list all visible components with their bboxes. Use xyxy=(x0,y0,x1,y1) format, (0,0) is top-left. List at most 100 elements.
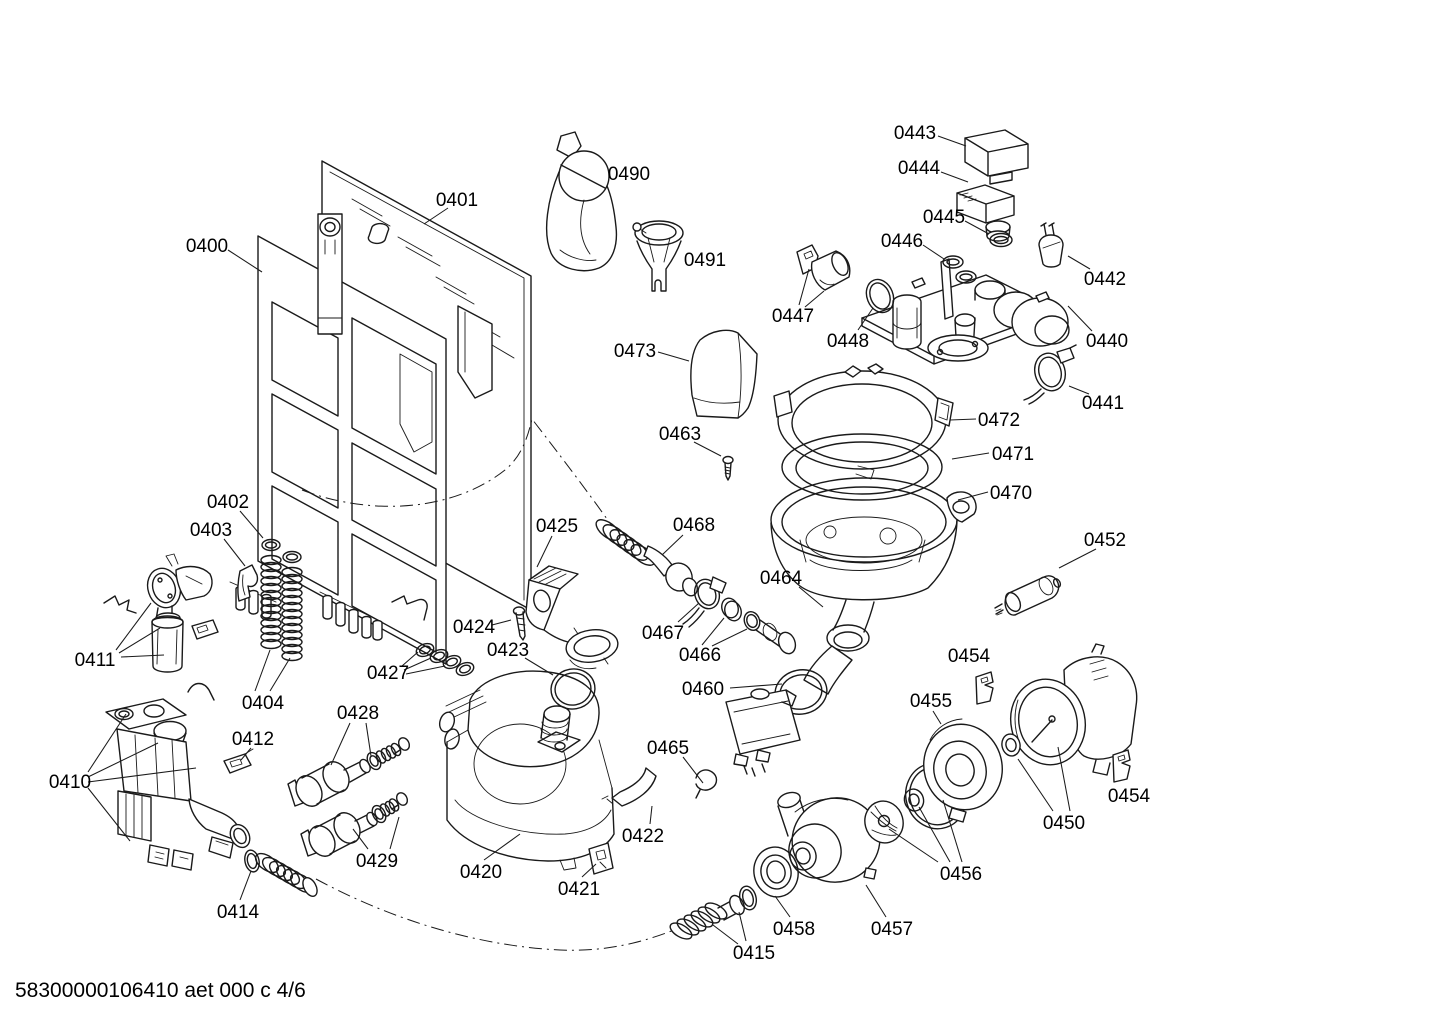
part-label-0455: 0455 xyxy=(910,691,952,712)
part-0452-capacitor-illustration xyxy=(994,575,1062,616)
leader-line-0428 xyxy=(365,722,372,757)
part-label-0445: 0445 xyxy=(923,207,965,228)
part-0420-salt-container-illustration xyxy=(438,670,615,871)
leader-line-0429 xyxy=(389,816,400,850)
part-label-0411: 0411 xyxy=(75,650,116,671)
part-0490-pitcher-illustration xyxy=(545,131,618,272)
part-label-0421: 0421 xyxy=(558,879,600,900)
part-label-0471: 0471 xyxy=(992,444,1034,465)
part-0464-elbow-illustration xyxy=(803,645,853,695)
part-label-0422: 0422 xyxy=(622,826,664,847)
leader-line-0410 xyxy=(87,713,127,773)
part-0447-sensor-illustration xyxy=(796,244,851,291)
leader-line-0450 xyxy=(1017,758,1054,812)
leader-line-0427 xyxy=(403,657,432,671)
part-0466-bushings-illustration xyxy=(721,597,797,655)
leader-line-0448 xyxy=(857,307,874,331)
leader-line-0414 xyxy=(239,870,252,901)
leader-line-0411 xyxy=(115,602,152,651)
leader-line-0422 xyxy=(649,805,653,825)
part-0468-hose-illustration xyxy=(595,519,698,597)
part-label-0450: 0450 xyxy=(1043,813,1085,834)
leader-line-0444 xyxy=(940,171,969,183)
drawing-number: 58300000106410 aet 000 c 4/6 xyxy=(15,979,306,1002)
leader-line-0427 xyxy=(405,665,446,675)
leader-line-0447 xyxy=(798,268,810,306)
leader-line-0415 xyxy=(712,924,739,945)
centerlines xyxy=(301,417,675,951)
leader-line-0450 xyxy=(1057,746,1071,812)
part-0414-hose-illustration xyxy=(244,849,318,897)
part-0429-valve-illustration xyxy=(300,792,409,857)
part-label-0412: 0412 xyxy=(232,729,274,750)
part-label-0423: 0423 xyxy=(487,640,529,661)
part-0421-clip-illustration xyxy=(588,842,614,875)
part-0425-holder-illustration xyxy=(525,565,619,670)
part-label-0402: 0402 xyxy=(207,492,249,513)
leader-line-0457 xyxy=(865,884,887,918)
part-0403-clip-illustration xyxy=(237,564,259,602)
leader-line-0446 xyxy=(922,244,945,260)
part-0470-sump-illustration xyxy=(770,477,977,652)
leader-line-0473 xyxy=(657,351,690,362)
part-label-0400: 0400 xyxy=(186,236,228,257)
part-0465-clip-illustration xyxy=(695,769,718,799)
part-label-0424: 0424 xyxy=(453,617,496,638)
part-label-0446: 0446 xyxy=(881,231,923,252)
part-label-0465: 0465 xyxy=(647,738,689,759)
leader-line-0441 xyxy=(1068,385,1090,395)
part-label-0452: 0452 xyxy=(1084,530,1126,551)
leader-line-0471 xyxy=(951,452,990,460)
part-0423-o-ring-illustration xyxy=(550,668,596,710)
leader-line-0411 xyxy=(118,627,161,654)
leader-line-0404 xyxy=(254,649,271,692)
part-0410-inlet-valve-illustration xyxy=(105,698,251,871)
part-0415-hose-nipple-illustration xyxy=(669,885,758,940)
part-0442-fuse-illustration xyxy=(1038,222,1064,268)
part-0457-pump-housing-illustration xyxy=(777,791,886,883)
part-0411-actuator-illustration xyxy=(103,553,428,701)
leader-line-0425 xyxy=(536,535,553,568)
part-label-0440: 0440 xyxy=(1086,331,1128,352)
leader-line-0429 xyxy=(352,828,369,850)
leader-line-0458 xyxy=(774,895,791,918)
leader-line-0410 xyxy=(87,742,159,778)
leader-line-0404 xyxy=(269,657,291,692)
callout-layer: 0400040104020403040404100411041204140415… xyxy=(49,123,1151,964)
leader-line-0442 xyxy=(1067,255,1091,270)
part-label-0463: 0463 xyxy=(659,424,701,445)
leader-line-0401 xyxy=(423,207,449,225)
part-0448-o-ring-illustration xyxy=(865,278,895,314)
part-0467-clamp-illustration xyxy=(682,576,727,628)
leader-line-0463 xyxy=(693,441,722,457)
part-label-0466: 0466 xyxy=(679,645,721,666)
part-label-0448: 0448 xyxy=(827,331,869,352)
part-label-0410: 0410 xyxy=(49,772,91,793)
leader-line-0465 xyxy=(682,756,704,784)
part-0455-pump-head-illustration xyxy=(923,718,1003,823)
part-0463-screw-illustration xyxy=(722,455,734,481)
leader-line-0443 xyxy=(937,135,967,147)
leader-line-0420 xyxy=(483,833,521,861)
leader-line-0411 xyxy=(120,654,165,658)
part-0400-front-panel-illustration xyxy=(229,213,447,665)
part-label-0458: 0458 xyxy=(773,919,815,940)
leader-line-0428 xyxy=(330,722,351,766)
leader-line-0447 xyxy=(804,290,825,308)
part-label-0401: 0401 xyxy=(436,190,478,211)
part-label-0403: 0403 xyxy=(190,520,232,541)
part-0445-0446-o-rings-illustration xyxy=(942,232,1013,284)
part-0427-o-rings-illustration xyxy=(415,642,475,677)
part-0440-manifold-assembly-illustration xyxy=(861,258,1070,365)
part-label-0415: 0415 xyxy=(733,943,775,964)
part-label-0454: 0454 xyxy=(1108,786,1151,807)
part-label-0444: 0444 xyxy=(898,158,941,179)
leader-line-0452 xyxy=(1058,548,1097,569)
part-label-0464: 0464 xyxy=(760,568,803,589)
part-0458-bearing-illustration xyxy=(753,846,799,898)
leader-line-0470 xyxy=(957,491,989,501)
part-label-0443: 0443 xyxy=(894,123,936,144)
part-0412-clip-illustration xyxy=(223,748,254,774)
part-0424-screw-illustration xyxy=(512,606,526,641)
leader-line-0415 xyxy=(738,911,747,942)
